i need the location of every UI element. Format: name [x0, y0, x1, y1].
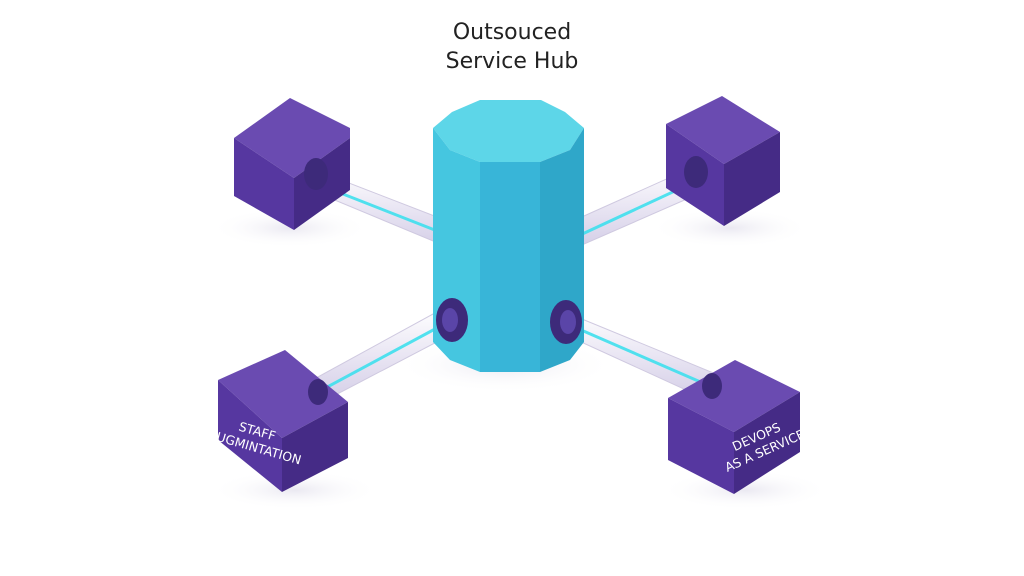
cube-node-top-left [234, 98, 350, 230]
title-line-1: Outsouced [452, 20, 572, 45]
title-line-2: Service Hub [445, 49, 579, 74]
cube-node-staff-augmentation: STAFF AUGMINTATION [207, 350, 348, 492]
hub-octagonal-prism [433, 100, 584, 372]
cube-node-top-right [666, 96, 780, 226]
diagram-title: Outsouced Service Hub [362, 18, 662, 76]
